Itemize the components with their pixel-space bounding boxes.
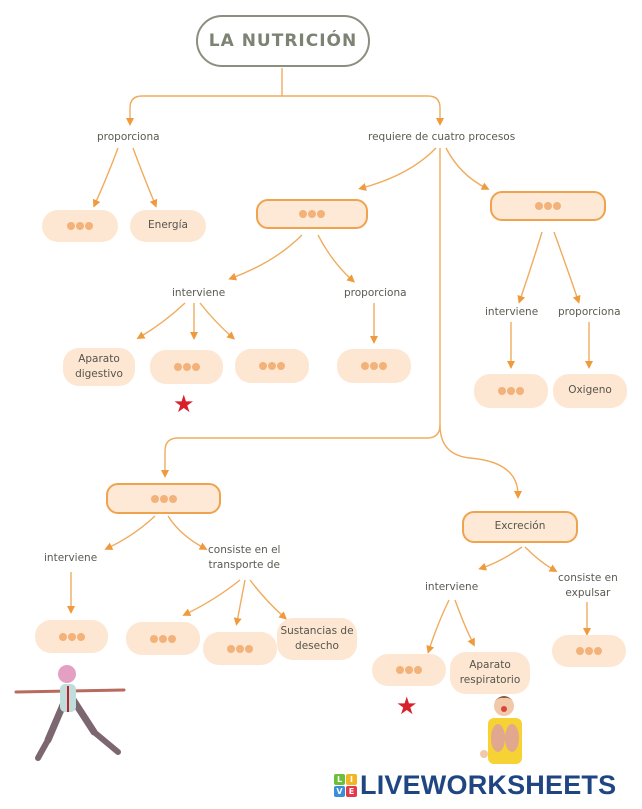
node-text: Sustancias de desecho (280, 624, 354, 652)
node-aparato-respiratorio: Aparato respiratorio (450, 652, 530, 694)
connector (182, 579, 241, 616)
connector (439, 424, 522, 499)
node-aparato-digestivo: Aparato digestivo (63, 348, 135, 386)
answer-field-excrecion-interviene[interactable] (372, 654, 446, 686)
placeholder-dots-icon (58, 632, 85, 641)
link-label-interviene-circulacion: interviene (44, 552, 98, 564)
node-sustancias-desecho: Sustancias de desecho (277, 618, 357, 660)
link-label-proporciona-respiracion: proporciona (558, 306, 621, 318)
node-text: Oxigeno (568, 384, 612, 397)
link-label-consiste-transporte: consiste en el transporte de (208, 544, 281, 572)
logo-text: LIVEWORKSHEETS (360, 770, 617, 800)
liveworksheets-logo: L I V E LIVEWORKSHEETS (334, 770, 616, 801)
placeholder-dots-icon (535, 202, 561, 210)
connector (249, 579, 287, 620)
placeholder-dots-icon (259, 362, 285, 370)
connector (104, 515, 156, 550)
link-label-proporciona-digestion: proporciona (344, 287, 407, 299)
answer-field-proceso-1[interactable] (256, 199, 368, 229)
answer-field-digestion-proporciona[interactable] (337, 349, 411, 383)
placeholder-dots-icon (396, 666, 422, 674)
node-excrecion: Excreción (462, 511, 578, 543)
logo-letter: I (346, 774, 357, 785)
node-text: Aparato respiratorio (459, 658, 521, 686)
answer-field-proceso-3[interactable] (106, 483, 221, 514)
connector (136, 302, 186, 340)
answer-field-circulacion-interviene[interactable] (35, 620, 108, 653)
node-oxigeno: Oxigeno (553, 374, 627, 408)
answer-field-expulsar[interactable] (552, 635, 626, 667)
placeholder-dots-icon (498, 387, 524, 395)
connector (317, 234, 355, 283)
placeholder-dots-icon (299, 210, 325, 218)
connector (478, 546, 523, 571)
logo-grid-icon: L I V E (334, 774, 357, 797)
answer-field-transporte-2[interactable] (203, 632, 277, 665)
star-icon: ★ (173, 390, 195, 418)
link-label-interviene-respiracion: interviene (485, 306, 539, 318)
connector (445, 147, 490, 190)
answer-field-nutrientes[interactable] (42, 210, 118, 242)
placeholder-dots-icon (150, 634, 176, 643)
link-label-interviene-excrecion: interviene (425, 581, 479, 593)
respiratory-system-illustration (480, 696, 522, 764)
answer-field-transporte-1[interactable] (126, 622, 200, 655)
connector (199, 302, 235, 340)
answer-field-digestion-1[interactable] (150, 350, 223, 384)
link-label-proporciona: proporciona (97, 131, 160, 143)
circulatory-system-illustration (14, 665, 126, 761)
connector (92, 147, 119, 208)
connector (161, 148, 441, 478)
connector (454, 599, 475, 647)
map-title: LA NUTRICIÓN (196, 15, 370, 67)
node-text: Energía (148, 219, 188, 232)
placeholder-dots-icon (576, 647, 602, 655)
placeholder-dots-icon (150, 494, 177, 503)
connector (228, 234, 303, 281)
connector (233, 579, 246, 626)
logo-letter: L (334, 774, 345, 785)
logo-letter: V (334, 786, 345, 797)
link-label-interviene-digestion: interviene (172, 287, 226, 299)
link-label-requiere: requiere de cuatro procesos (368, 131, 516, 143)
placeholder-dots-icon (173, 363, 200, 371)
connector (553, 231, 581, 304)
answer-field-digestion-2[interactable] (235, 349, 309, 383)
node-text: Excreción (494, 520, 546, 533)
answer-field-respiracion-interviene[interactable] (474, 374, 548, 408)
connector (517, 231, 543, 304)
connector (129, 95, 441, 109)
link-label-consiste-expulsar: consiste en expulsar (558, 572, 618, 600)
connector (426, 599, 450, 654)
placeholder-dots-icon (227, 644, 253, 653)
connector (167, 515, 208, 550)
star-icon: ★ (396, 692, 418, 720)
logo-letter: E (346, 786, 357, 797)
placeholder-dots-icon (67, 222, 93, 230)
connector (358, 147, 437, 191)
placeholder-dots-icon (361, 362, 387, 370)
connector (524, 546, 558, 572)
node-text: Aparato digestivo (75, 352, 123, 380)
node-energia: Energía (130, 210, 206, 242)
connector (132, 147, 158, 208)
answer-field-proceso-2[interactable] (490, 191, 606, 221)
